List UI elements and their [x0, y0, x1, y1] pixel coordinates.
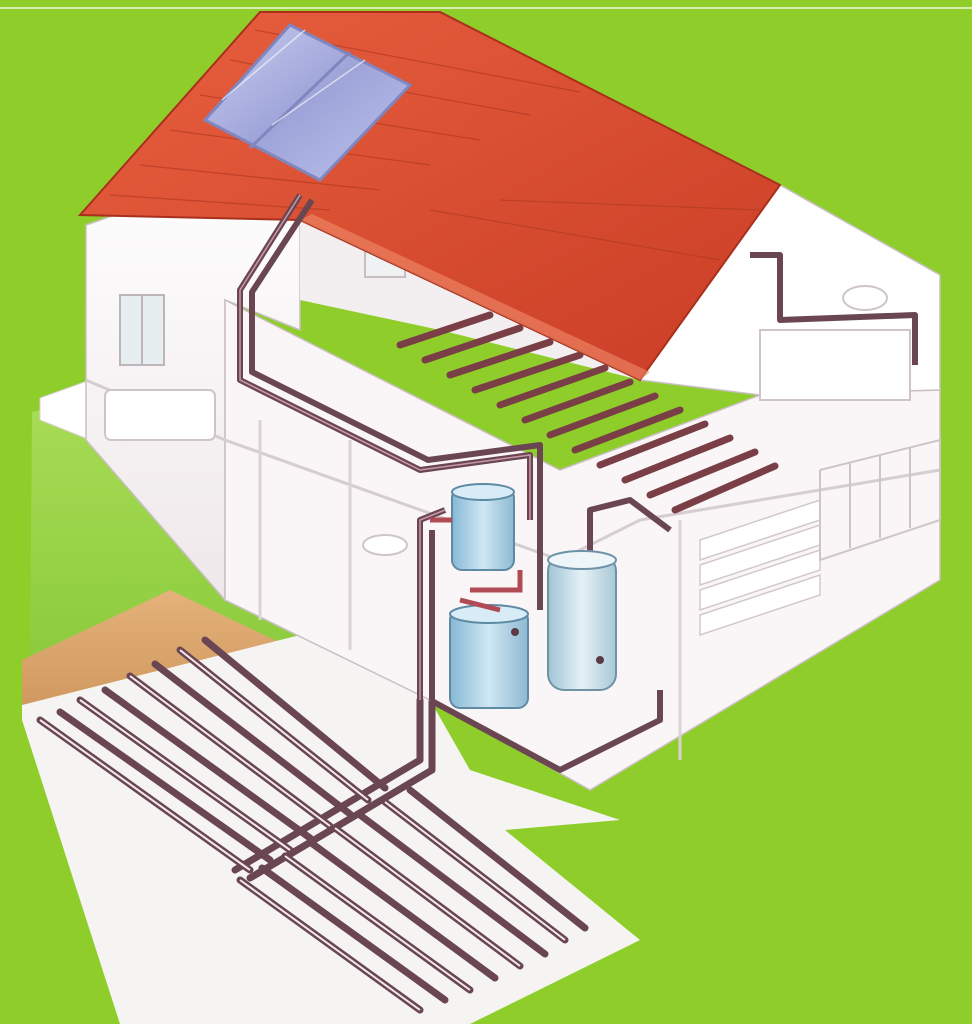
cylinder-icon: [548, 555, 616, 690]
buffer-tank: [452, 484, 514, 570]
wc: [843, 286, 887, 310]
bathtub: [105, 390, 215, 440]
bed: [760, 330, 910, 400]
washbasin: [363, 535, 407, 555]
hot-water-cylinder: [548, 551, 616, 690]
heat-pump: [450, 605, 528, 708]
heat-pump-icon: [450, 610, 528, 708]
